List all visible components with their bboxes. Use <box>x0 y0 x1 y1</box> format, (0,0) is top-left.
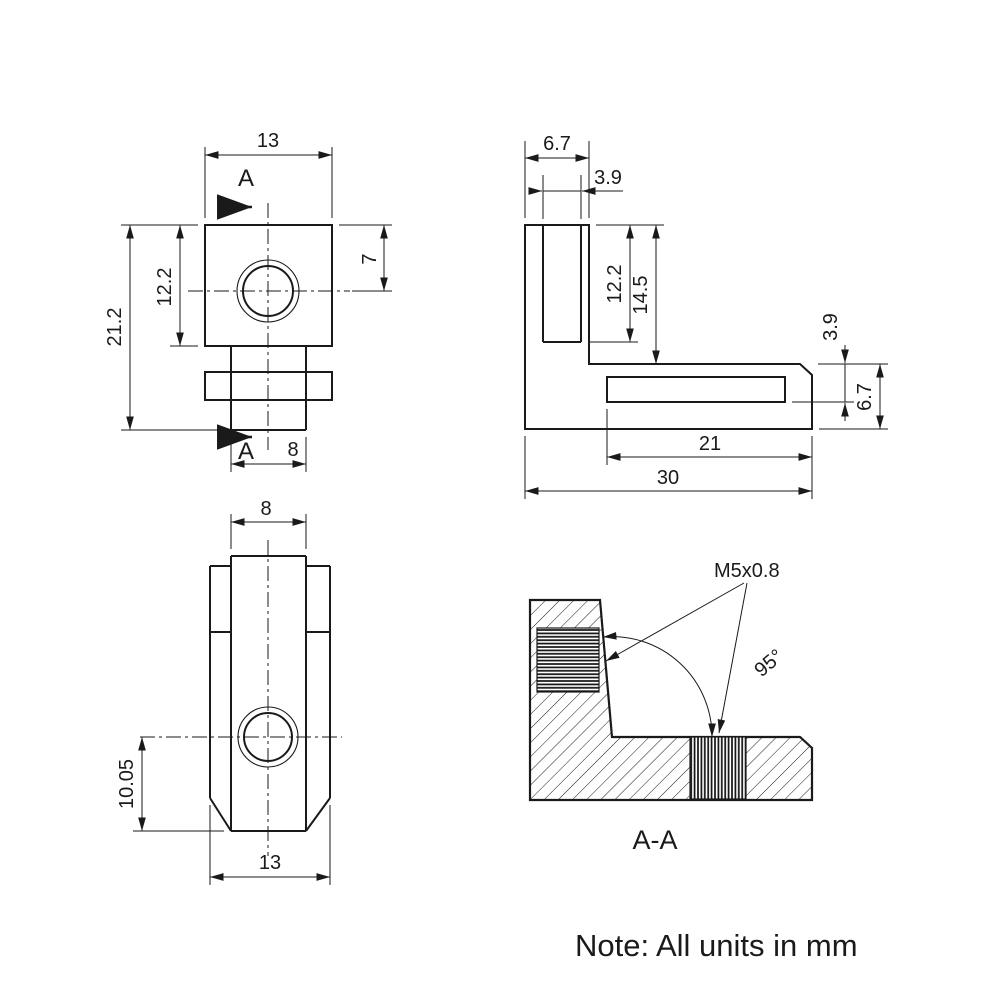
dim-width-13: 13 <box>257 130 279 152</box>
dim-slot-3-9: 3.9 <box>594 167 622 189</box>
thread-callout-leaders <box>605 582 748 734</box>
angle-arc <box>602 631 716 738</box>
section-label-top: A <box>238 165 254 192</box>
top-view-dimension-lines <box>133 514 331 885</box>
dim-hole-7: 7 <box>359 253 381 264</box>
dim-leg-6-7: 6.7 <box>543 133 571 155</box>
dim-block-12-2: 12.2 <box>154 268 176 307</box>
dim-tab-8: 8 <box>287 439 298 461</box>
section-label-bottom: A <box>238 438 254 465</box>
dim-hole-10-05: 10.05 <box>116 759 138 809</box>
dim-slotdepth-12-2: 12.2 <box>604 265 626 304</box>
angle-label: 95° <box>750 645 787 681</box>
front-view-dimension-lines <box>121 147 392 472</box>
front-view: 13 21.2 12.2 7 8 A A <box>104 130 392 472</box>
top-view: 8 10.05 13 <box>116 498 342 885</box>
dim-corner-14-5: 14.5 <box>630 276 652 315</box>
dim-endslot-3-9: 3.9 <box>820 313 842 341</box>
side-view-dimension-lines <box>524 141 888 499</box>
side-view-outline <box>524 224 813 430</box>
top-view-centerlines <box>140 540 342 856</box>
dim-total-30: 30 <box>657 467 679 489</box>
dim-legthick-6-7: 6.7 <box>854 383 876 411</box>
dim-tab-8: 8 <box>260 498 271 520</box>
dim-width-13: 13 <box>259 852 281 874</box>
front-view-centerlines <box>188 203 350 450</box>
threaded-hole-horizontal-leg <box>689 736 747 800</box>
units-note: Note: All units in mm <box>575 928 858 963</box>
dim-height-21-2: 21.2 <box>104 308 126 347</box>
threaded-hole-vertical-leg <box>536 627 600 693</box>
thread-callout: M5x0.8 <box>714 560 780 582</box>
side-view: 6.7 3.9 12.2 14.5 3.9 6.7 21 30 <box>524 133 888 499</box>
section-cut-arrows <box>217 194 252 450</box>
top-view-outline <box>209 555 331 832</box>
section-title: A-A <box>632 825 677 855</box>
dim-slotlen-21: 21 <box>699 433 721 455</box>
section-view: M5x0.8 95° A-A <box>528 560 814 855</box>
